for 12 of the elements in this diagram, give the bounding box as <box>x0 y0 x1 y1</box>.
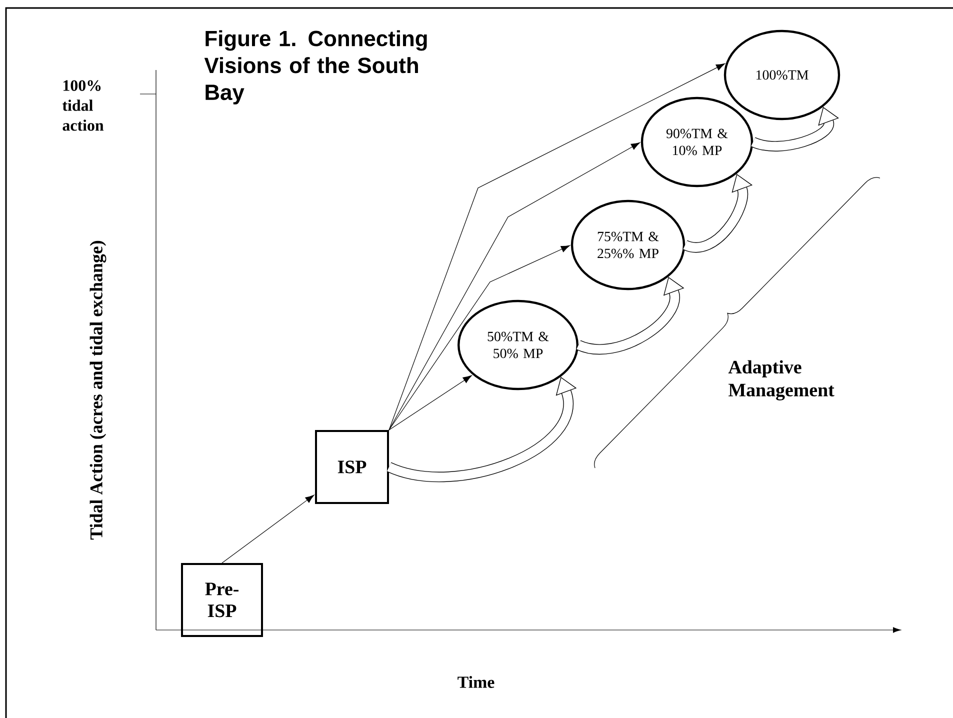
stage-box: Pre-ISP <box>181 563 263 637</box>
axis-label: 100% tidal action <box>62 80 104 131</box>
arrow <box>388 245 570 430</box>
axis-label: Tidal Action (acres and tidal exchange) <box>90 240 106 540</box>
arrow <box>388 63 726 430</box>
annotation: Adaptive Management <box>728 360 834 400</box>
title: Figure 1. Connecting Visions of the South Bay <box>204 30 427 104</box>
stage-box: ISP <box>315 430 389 504</box>
arrow <box>388 375 472 430</box>
axis-label: Time <box>458 676 494 688</box>
arrow <box>222 494 314 564</box>
arrow <box>388 142 640 430</box>
